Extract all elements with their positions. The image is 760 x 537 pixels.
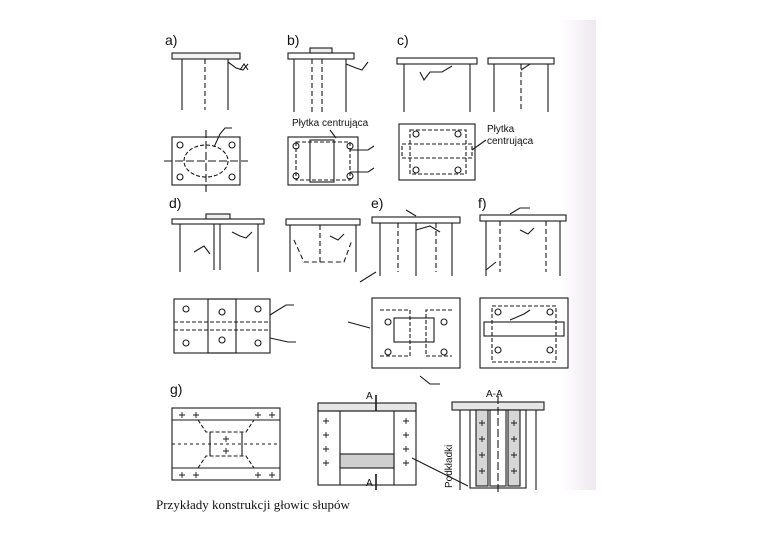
- panel-c-elevation-left: [396, 57, 478, 112]
- centering-plate-label-b: Płytka centrująca: [292, 118, 369, 129]
- panel-d-elevation-right: [285, 218, 361, 272]
- centering-plate-label-c-line2: centrująca: [487, 136, 534, 147]
- shims-label: Podkładki: [444, 445, 455, 488]
- scan-edge-tint: [560, 20, 596, 490]
- section-mark-top: A: [366, 391, 373, 402]
- panel-label-a: a): [165, 32, 177, 48]
- panel-c-plan: [398, 123, 487, 181]
- panel-f-elevation: [479, 207, 567, 276]
- panel-label-f: f): [478, 195, 487, 211]
- panel-g-section: [451, 396, 545, 494]
- centering-plate-label-c-line1: Płytka: [487, 124, 515, 135]
- panel-g-elevation: [317, 395, 469, 490]
- panel-label-g: g): [170, 381, 182, 397]
- panel-b-plan: [287, 129, 375, 186]
- panel-label-b: b): [287, 32, 299, 48]
- panel-b-elevation: [287, 47, 369, 112]
- panel-a-plan: [164, 127, 248, 192]
- panel-f-plan: [479, 297, 569, 369]
- panel-d-elevation-left: [171, 213, 265, 272]
- panel-d-plan: [173, 298, 296, 354]
- section-title: A-A: [486, 389, 503, 400]
- panel-a-elevation: [171, 52, 249, 110]
- panel-c-elevation-right: [487, 57, 555, 112]
- panel-label-e: e): [371, 195, 383, 211]
- panel-label-c: c): [397, 32, 409, 48]
- panel-e-plan: [347, 297, 461, 385]
- figure-caption: Przykłady konstrukcji głowic słupów: [156, 497, 350, 512]
- panel-label-d: d): [169, 195, 181, 211]
- panel-e-elevation: [359, 209, 461, 283]
- panel-g-bolt-marks: [179, 412, 517, 478]
- section-mark-bottom: A: [366, 478, 373, 489]
- panel-g-plan: [171, 407, 281, 481]
